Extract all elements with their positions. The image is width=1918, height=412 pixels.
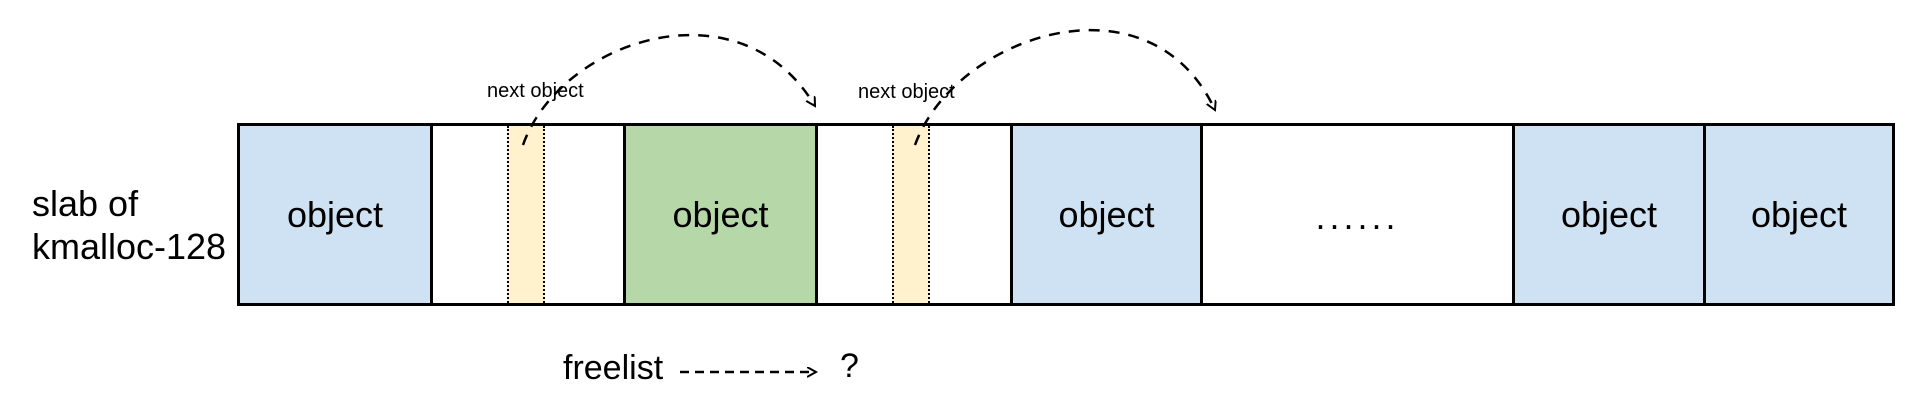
slab-caption: slab of kmalloc-128 — [32, 182, 226, 268]
object-cell-5-label: object — [1750, 193, 1848, 235]
object-cell-2-green: object — [623, 123, 815, 306]
object-cell-1: object — [237, 123, 430, 306]
freelist-legend-label: freelist — [563, 349, 664, 387]
ellipsis-cell: ...... — [1200, 123, 1512, 306]
freelist-legend-arrow — [680, 361, 832, 383]
slab-row: object object object ...... object objec… — [237, 123, 1895, 306]
next-object-label-1: next object — [487, 80, 584, 102]
freelist-pointer-strip-1 — [507, 126, 545, 303]
object-cell-5: object — [1703, 123, 1895, 306]
next-object-label-2: next object — [858, 81, 955, 103]
object-cell-4: object — [1512, 123, 1703, 306]
free-cell-2 — [815, 123, 1010, 306]
freelist-pointer-strip-2 — [892, 126, 930, 303]
freelist-target-question: ? — [840, 347, 859, 385]
object-cell-2-label: object — [672, 193, 769, 235]
free-cell-1 — [430, 123, 623, 306]
object-cell-3-label: object — [1058, 193, 1155, 235]
object-cell-3: object — [1010, 123, 1200, 306]
slab-caption-line1: slab of — [32, 183, 139, 224]
object-cell-1-label: object — [286, 193, 384, 235]
slab-caption-line2: kmalloc-128 — [32, 226, 227, 267]
ellipsis-label: ...... — [1315, 195, 1400, 237]
object-cell-4-label: object — [1560, 193, 1658, 235]
